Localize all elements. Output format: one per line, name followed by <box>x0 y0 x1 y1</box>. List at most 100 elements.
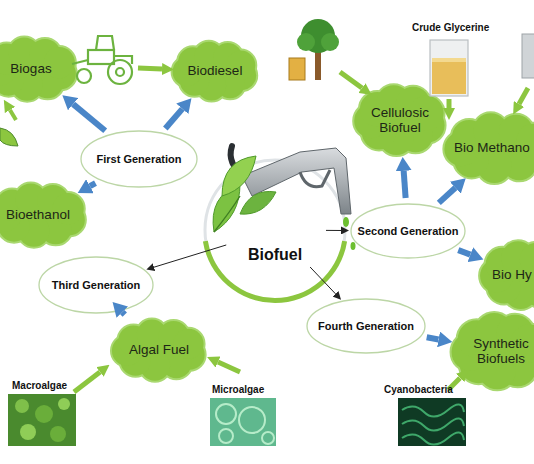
fuel-cloud: Bio Hy <box>484 244 534 306</box>
leaf <box>213 184 240 232</box>
product-arrow <box>90 183 96 186</box>
photo-detail <box>262 432 274 444</box>
tree-crown <box>321 33 339 51</box>
tree-crown <box>297 33 315 51</box>
photo-detail <box>219 429 233 443</box>
photo-detail <box>50 426 66 442</box>
leaf <box>222 156 256 196</box>
fuel-drop <box>351 242 356 250</box>
pump-nozzle <box>242 148 351 214</box>
node-text: Biodiesel <box>188 63 243 78</box>
source-arrow <box>447 99 452 108</box>
node-text: Bio Methano <box>454 140 530 155</box>
leaves <box>213 156 276 232</box>
microalgae-photo <box>210 398 276 446</box>
node-text: Biofuel <box>248 246 302 264</box>
photo-frame <box>398 398 466 446</box>
tree-crown <box>301 19 335 53</box>
pump-hose <box>231 146 246 178</box>
product-arrow <box>458 250 470 255</box>
glycerine-beaker <box>430 40 468 96</box>
cyanobacteria-photo <box>398 398 466 446</box>
tractor-cab <box>96 36 114 50</box>
fuel-cloud: Bioethanol <box>0 186 86 244</box>
photo-detail <box>15 399 29 413</box>
node-text: Second Generation <box>358 225 459 237</box>
hub-ring-accent <box>203 241 347 303</box>
tree-icon <box>297 19 339 80</box>
oval-outline <box>39 257 153 313</box>
fuel-cloud: Cellulosic Biofuel <box>358 88 442 152</box>
beaker-surface <box>432 58 466 62</box>
product-arrow <box>73 104 105 131</box>
hub-circle: Biofuel <box>225 180 325 280</box>
pump-trigger <box>300 170 330 187</box>
product-arrow <box>439 188 456 203</box>
tractor-icon <box>72 36 132 84</box>
generation-arrow <box>310 267 335 294</box>
source-arrow <box>74 372 100 392</box>
beaker-glass <box>430 40 468 96</box>
leaf-stem <box>214 196 240 232</box>
fuel-cloud: Synthetic Biofuels <box>456 316 534 386</box>
cloud-fill <box>532 252 534 285</box>
node-text: Algal Fuel <box>129 342 189 357</box>
product-arrow <box>122 312 124 315</box>
source-arrow <box>138 68 162 69</box>
leaf <box>240 191 276 214</box>
generation-oval: Third Generation <box>38 256 154 314</box>
fuel-cup <box>289 58 305 80</box>
generation-arrow <box>154 245 226 267</box>
product-arrow <box>165 109 182 129</box>
photo-frame <box>8 394 76 446</box>
photo-detail <box>20 424 36 440</box>
image-caption: Crude Glycerine <box>412 22 489 33</box>
generation-oval: First Generation <box>80 130 198 188</box>
node-outline <box>225 180 325 280</box>
node-text: Bio Hy <box>492 267 532 282</box>
photo-detail <box>35 405 53 423</box>
product-arrow <box>404 171 406 198</box>
fuel-pump-icon <box>231 146 356 250</box>
tractor-wheel <box>77 69 91 83</box>
node-text: Bioethanol <box>6 207 70 222</box>
node-text: Third Generation <box>52 279 141 291</box>
node-text: Fourth Generation <box>318 320 414 332</box>
fuel-drop <box>343 217 349 227</box>
macroalgae-photo <box>8 394 76 446</box>
source-arrow <box>218 362 240 372</box>
tractor-wheel <box>108 60 132 84</box>
tractor-hub <box>116 68 124 76</box>
oval-outline <box>81 131 197 187</box>
leaf-fragment <box>0 128 18 146</box>
tractor-hitch <box>72 60 88 64</box>
product-arrow <box>427 337 439 339</box>
photo-detail <box>402 418 464 430</box>
tree-trunk <box>315 46 321 80</box>
node-text: Biogas <box>10 61 51 76</box>
image-caption: Cyanobacteria <box>384 384 453 395</box>
photo-detail <box>402 432 464 444</box>
image-caption: Macroalgae <box>12 380 67 391</box>
photo-detail <box>239 407 265 433</box>
photo-frame <box>210 398 276 446</box>
generation-arrow <box>326 230 341 231</box>
generation-oval: Second Generation <box>350 203 466 259</box>
node-text: Synthetic Biofuels <box>467 336 534 366</box>
fuel-cloud: Algal Fuel <box>112 322 206 378</box>
fuel-cloud: Biodiesel <box>174 44 256 98</box>
oval-outline <box>351 204 465 258</box>
tractor-hood <box>114 56 132 64</box>
image-fragment <box>522 34 534 78</box>
generation-oval: Fourth Generation <box>306 298 426 354</box>
beaker-liquid <box>432 60 466 94</box>
source-arrow <box>340 72 362 88</box>
source-arrow <box>10 110 16 120</box>
photo-detail <box>402 404 464 416</box>
node-text: Cellulosic Biofuel <box>364 105 436 135</box>
tractor-body <box>88 50 114 64</box>
fuel-cloud: Bio Methano <box>444 116 534 180</box>
image-caption: Microalgae <box>212 384 264 395</box>
